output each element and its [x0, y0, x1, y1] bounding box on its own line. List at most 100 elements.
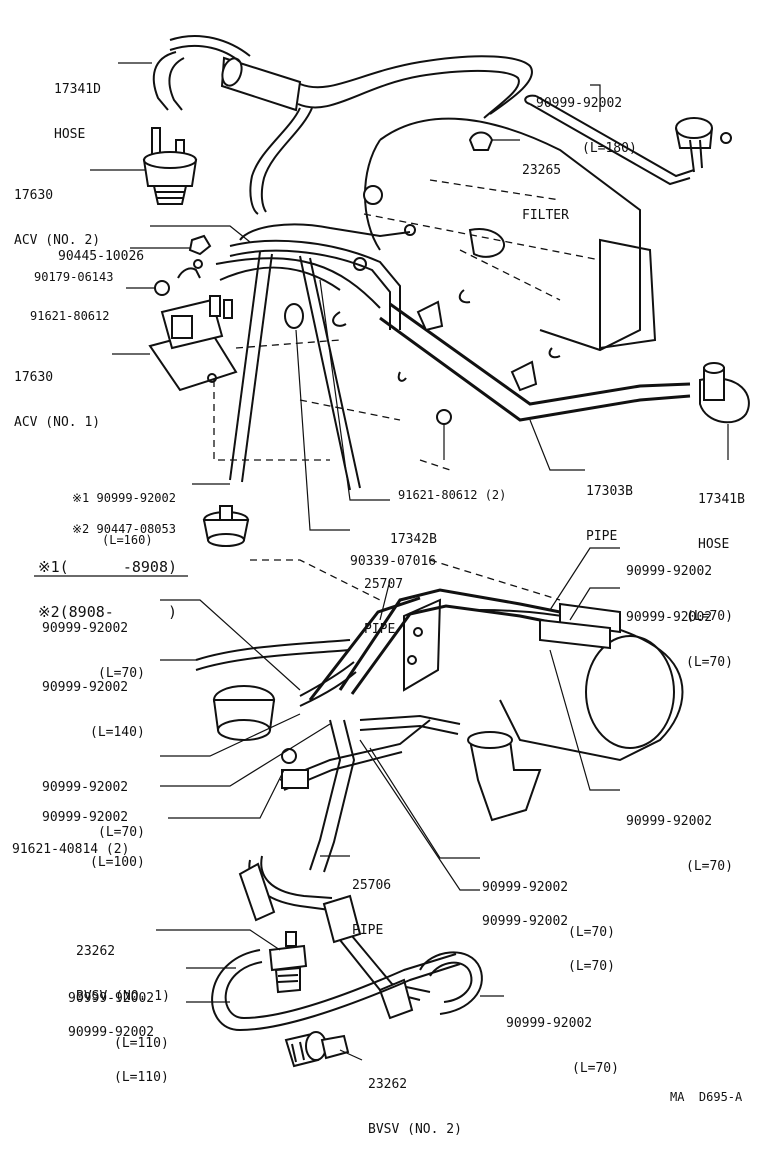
part-name: ACV (NO. 2) — [14, 233, 101, 248]
part-name: FILTER — [522, 208, 569, 223]
part-name: (L=70) — [98, 666, 145, 681]
vsv-valve-drawing — [202, 505, 250, 547]
label-hose-star1: ※1 90999-92002 (L=160) — [72, 463, 176, 575]
label-hose-l110b: 90999-92002 (L=110) — [68, 995, 169, 1115]
part-number: 17342B — [390, 532, 437, 547]
label-pipe-17342b: 17342B — [390, 502, 437, 577]
part-name: (L=110) — [114, 1036, 169, 1051]
legend-line-1: ※1( -8908) — [38, 558, 177, 576]
part-name: BVSV (NO. 1) — [76, 989, 170, 1004]
part-name: HOSE — [54, 127, 86, 142]
part-number: 91621-80612 (2) — [398, 488, 507, 502]
part-number: ※2 90447-08053 — [72, 522, 176, 536]
part-name: (L=70) — [686, 859, 733, 874]
part-name: (L=70) — [568, 959, 615, 974]
part-number: 90339-07016 — [350, 554, 437, 569]
part-number: 17341B — [698, 492, 745, 507]
part-number: 90999-92002 — [626, 610, 713, 625]
part-name: PIPE — [364, 622, 396, 637]
part-name: HOSE — [698, 537, 730, 552]
part-name: (L=110) — [114, 1070, 169, 1085]
bvsv-no2-drawing — [284, 1031, 350, 1068]
part-number: 23265 — [522, 163, 562, 178]
part-number: 23262 — [76, 944, 116, 959]
label-hose-17341b: 17341B HOSE — [698, 462, 745, 582]
label-hose-l70-tr2: 90999-92002 (L=70) — [626, 580, 733, 700]
vacuum-hose-diagram — [34, 35, 750, 1068]
label-hose-l70-m1: 90999-92002 (L=70) — [482, 850, 615, 970]
label-acv-no1: 17630 ACV (NO. 1) — [14, 340, 100, 460]
part-name: (L=70) — [686, 609, 733, 624]
part-number: ※1 90999-92002 — [72, 491, 176, 505]
part-number: 23262 — [368, 1077, 408, 1092]
part-number: 90999-92002 — [626, 814, 713, 829]
part-number: 90999-92002 — [42, 621, 129, 636]
filter-drawing — [468, 94, 732, 186]
part-name: (L=140) — [90, 725, 145, 740]
part-name: (L=160) — [102, 533, 153, 547]
legend-line-2: ※2(8908- ) — [38, 603, 177, 621]
part-name: PIPE — [352, 923, 384, 938]
label-bvsv-no1: 23262 BVSV (NO. 1) — [76, 914, 170, 1034]
part-number: 90999-92002 — [68, 1025, 155, 1040]
bvsv-no1-drawing — [211, 931, 483, 1032]
label-bolt-91621-b: 91621-80612 (2) — [398, 460, 506, 530]
part-name: BVSV (NO. 2) — [368, 1122, 462, 1137]
part-number: 90445-10026 — [58, 249, 145, 264]
label-clip-90445: 90445-10026 — [58, 219, 144, 294]
label-hose-l110a: 90999-92002 (L=110) — [68, 961, 169, 1081]
part-number: 17630 — [14, 188, 54, 203]
part-number: 90999-92002 — [42, 810, 129, 825]
label-hose-l70-l1: 90999-92002 (L=70) — [42, 591, 145, 711]
part-number: 17630 — [14, 370, 54, 385]
label-hose-l70-b: 90999-92002 (L=70) — [506, 986, 619, 1106]
part-name: (L=70) — [572, 1061, 619, 1076]
part-name: (L=70) — [568, 925, 615, 940]
label-bolt-91621-c: 91621-40814 (2) — [12, 812, 129, 887]
acv-no2-drawing — [142, 127, 198, 205]
label-hose-l70-tr1: 90999-92002 (L=70) — [626, 534, 733, 654]
label-hose-star2: ※2 90447-08053 — [72, 494, 176, 564]
part-name: (L=70) — [686, 655, 733, 670]
applicability-legend: ※1( -8908) ※2(8908- ) — [38, 530, 177, 650]
label-bolt-91621-a: 91621-80612 — [30, 281, 109, 351]
part-number: 91621-40814 (2) — [12, 842, 130, 857]
label-pipe-25706: 25706 PIPE — [352, 848, 391, 968]
label-hose-l70-l2: 90999-92002 (L=70) — [42, 750, 145, 870]
footer-code: MA D695-A — [670, 1090, 743, 1104]
part-number: 90999-92002 — [626, 564, 713, 579]
label-hose-l140: 90999-92002 (L=140) — [42, 650, 145, 770]
part-name: PIPE — [586, 529, 618, 544]
part-number: 90999-92002 — [68, 991, 155, 1006]
acv-no1-drawing — [148, 295, 238, 392]
lower-assembly-drawing — [195, 588, 684, 1020]
label-hose-l100: 90999-92002 (L=100) — [42, 780, 145, 900]
part-name: (L=70) — [98, 825, 145, 840]
part-number: 91621-80612 — [30, 309, 110, 323]
part-number: 90999-92002 — [42, 680, 129, 695]
part-number: 17303B — [586, 484, 633, 499]
label-pipe-17303b: 17303B PIPE — [586, 454, 633, 574]
leader-lines — [34, 62, 729, 1061]
reference-dash-lines — [213, 339, 561, 601]
label-hose-l180: 90999-92002 (L=180) — [536, 66, 637, 186]
part-number: 90999-92002 — [482, 914, 569, 929]
label-hose-l70-m2: 90999-92002 (L=70) — [482, 884, 615, 1004]
part-number: 17341D — [54, 82, 101, 97]
part-number: 25707 — [364, 577, 404, 592]
label-hose-l70-r3: 90999-92002 (L=70) — [626, 784, 733, 904]
label-bvsv-no2: 23262 BVSV (NO. 2) — [368, 1047, 462, 1167]
part-name: ACV (NO. 1) — [14, 415, 101, 430]
part-name: (L=100) — [90, 855, 145, 870]
label-plug-90339: 90339-07016 — [350, 524, 436, 599]
part-number: 25706 — [352, 878, 392, 893]
label-acv-no2: 17630 ACV (NO. 2) — [14, 158, 100, 278]
hose-17341d-drawing — [152, 35, 533, 215]
center-hose-harness — [215, 223, 411, 491]
pipe-17303b-drawing — [353, 257, 750, 424]
label-pipe-25707: 25707 PIPE — [364, 547, 403, 667]
label-hose-17341d: 17341D HOSE — [54, 52, 101, 172]
part-name: (L=180) — [582, 141, 637, 156]
part-number: 90999-92002 — [482, 880, 569, 895]
part-number: 90179-06143 — [34, 270, 114, 284]
